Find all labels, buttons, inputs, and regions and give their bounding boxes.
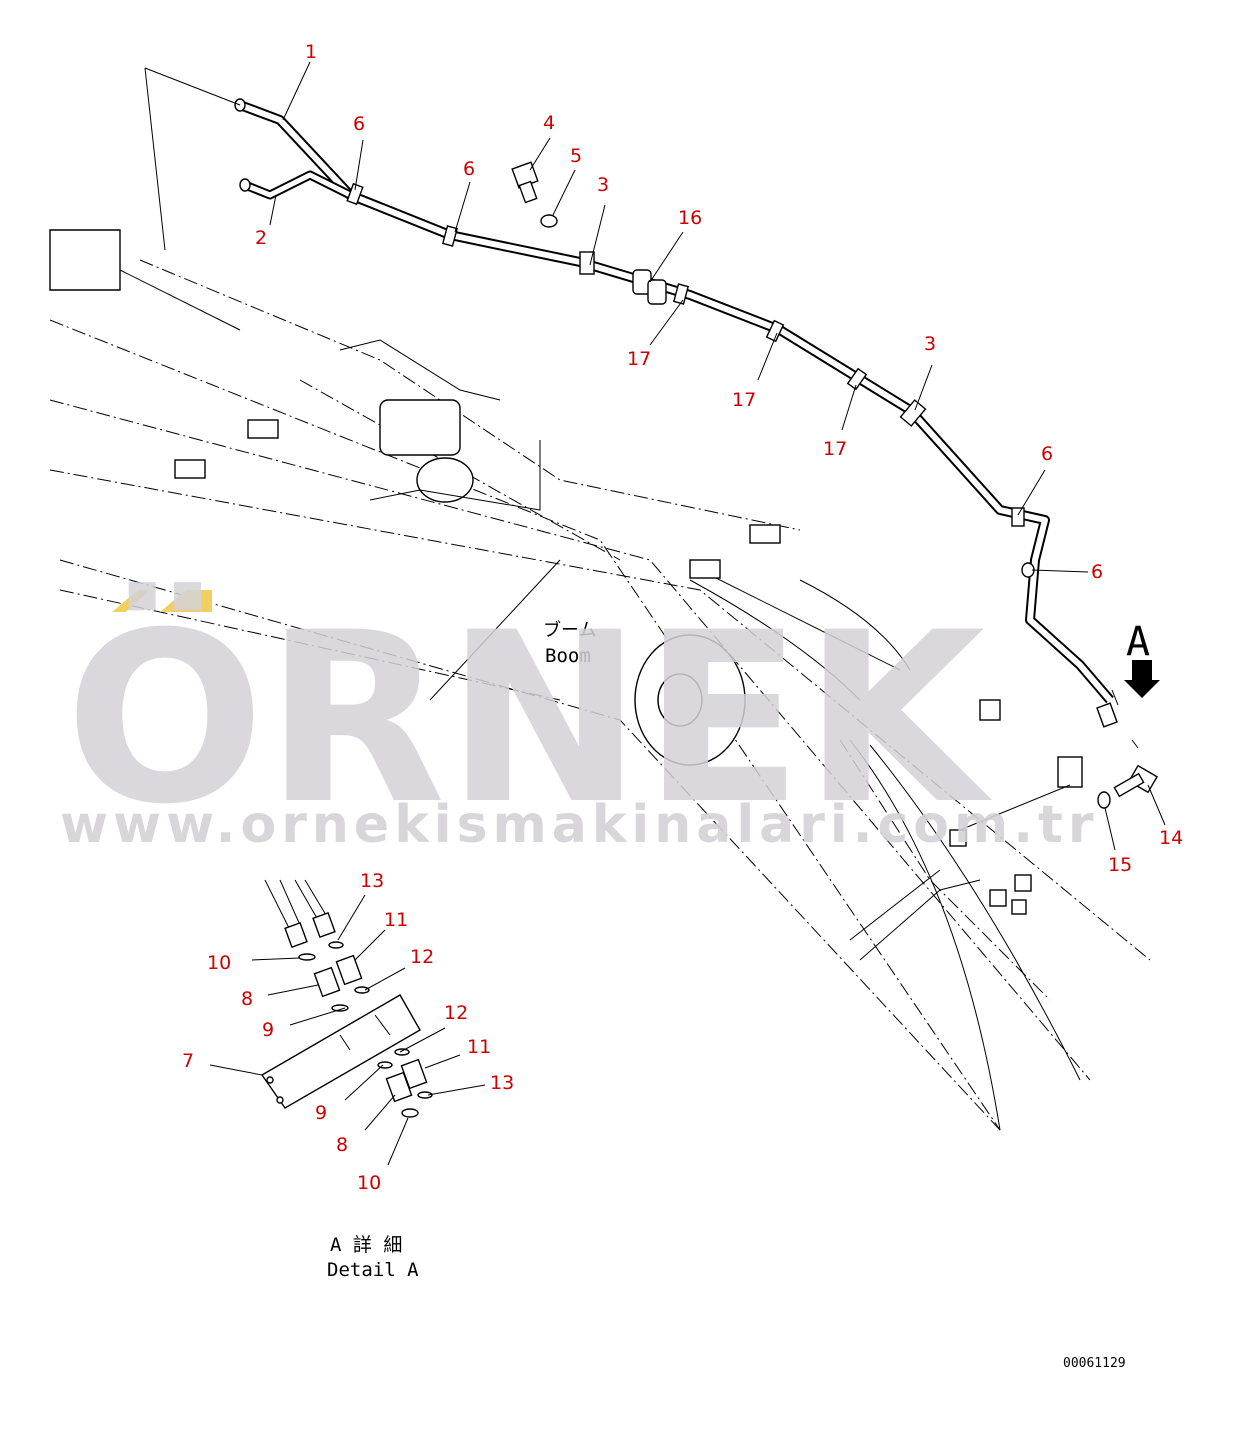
callout-8: 8 [336,1134,348,1156]
watermark-url: www.ornekismakinalari.com.tr [60,795,1098,855]
watermark-logo: ÖRNEK www.ornekismakinalari.com.tr [60,581,1098,856]
callout-17: 17 [627,348,651,370]
callout-1: 1 [305,41,317,63]
callout-17: 17 [732,389,756,411]
callout-14: 14 [1159,827,1183,849]
callout-6: 6 [463,158,475,180]
callout-11: 11 [467,1036,491,1058]
callout-8: 8 [241,988,253,1010]
callout-6: 6 [1041,443,1053,465]
callout-12: 12 [444,1002,468,1024]
callout-10: 10 [207,952,231,974]
detail-label-jp: A 詳 細 [330,1234,402,1256]
callout-15: 15 [1108,854,1132,876]
tube-clamps [346,182,1035,578]
callout-6: 6 [353,113,365,135]
washer-5 [540,214,558,228]
mounting-brackets [174,419,1083,915]
callout-17: 17 [823,438,847,460]
callout-4: 4 [543,112,555,134]
callout-7: 7 [182,1050,194,1072]
callout-2: 2 [255,227,267,249]
boom-outline [49,259,1151,1131]
callout-3: 3 [924,333,936,355]
drawing-number: 00061129 [1063,1356,1126,1371]
callout-12: 12 [410,946,434,968]
bracket-7 [260,994,421,1109]
bolt-14 [1113,764,1158,798]
callout-5: 5 [570,145,582,167]
detail-label-en: Detail A [327,1259,419,1281]
callout-9: 9 [315,1102,327,1124]
leader-lines [144,61,1166,1166]
detail-a-assembly [260,879,433,1118]
view-letter: A [1126,619,1150,665]
callout-6: 6 [1091,561,1103,583]
callout-13: 13 [360,870,384,892]
boom-label-en: Boom [545,645,591,667]
tube-end-fittings [1096,689,1139,749]
callout-3: 3 [597,174,609,196]
washer-15 [1097,791,1111,809]
callout-16: 16 [678,207,702,229]
callout-10: 10 [357,1172,381,1194]
bolt-4 [511,161,539,204]
callout-9: 9 [262,1019,274,1041]
callout-13: 13 [490,1072,514,1094]
boom-label-jp: ブーム [543,619,596,641]
callout-11: 11 [384,909,408,931]
boom-cylinder-assembly [49,229,746,766]
callout-numbers: 1 2 6 6 4 5 3 16 17 17 17 3 6 6 14 15 13… [182,41,1183,1194]
watermark-brand: ÖRNEK [65,581,993,856]
hose-tube-2 [239,170,353,200]
view-arrow-a [1124,660,1160,698]
